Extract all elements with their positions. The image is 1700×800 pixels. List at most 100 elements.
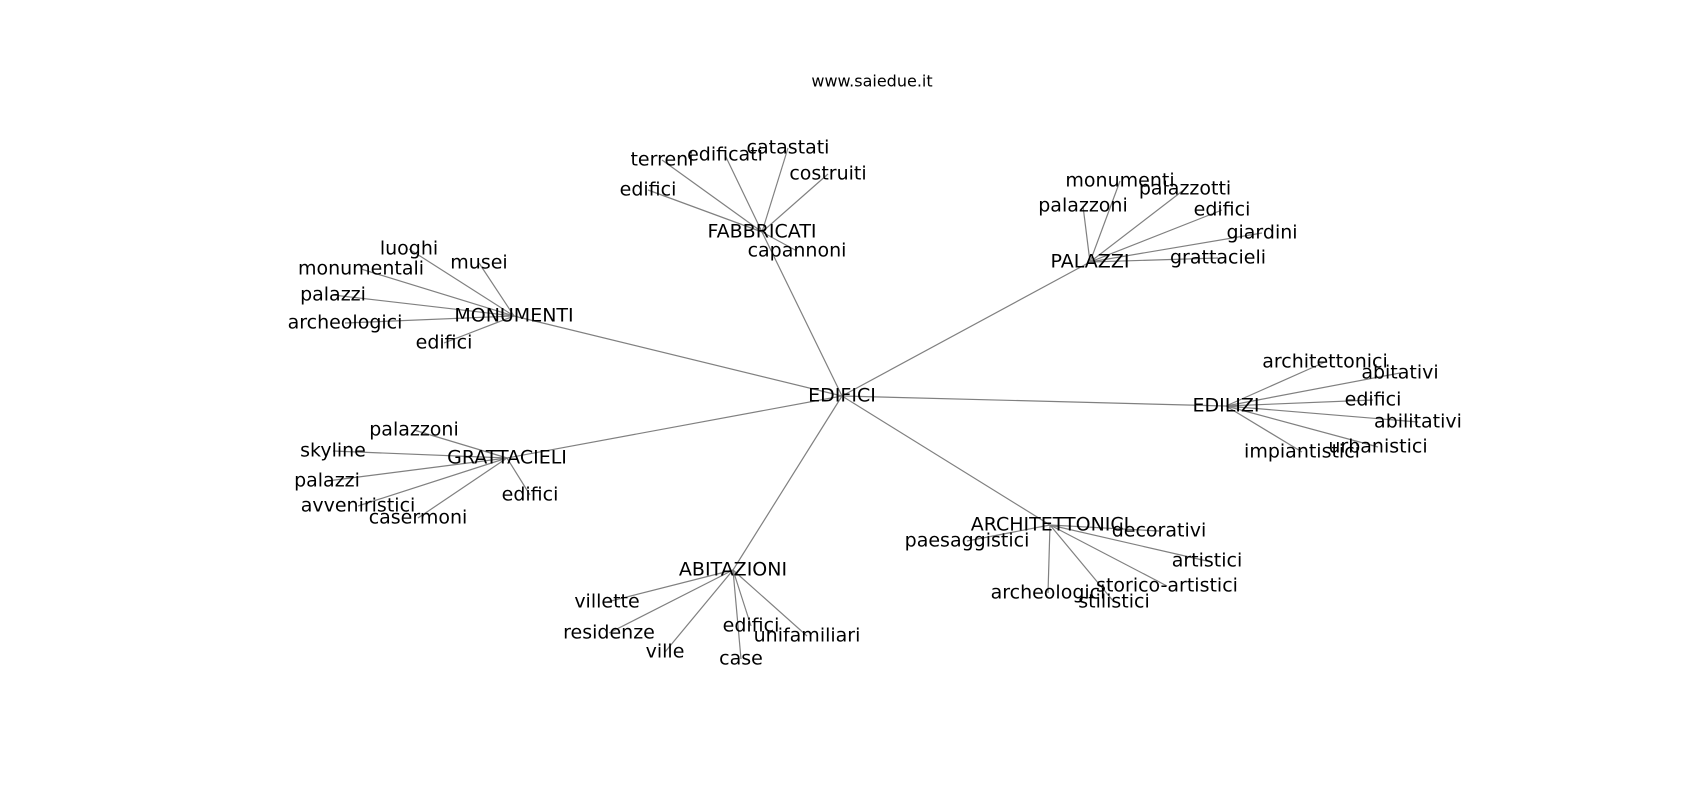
edge-abitazioni-ville xyxy=(664,569,734,653)
edge-grattacieli-palazzoni xyxy=(413,429,508,459)
node-leaf-grattacieli-casermoni: casermoni xyxy=(369,507,468,529)
node-hub-grattacieli: GRATTACIELI xyxy=(447,447,567,469)
node-leaf-edilizi-impiantistici: impiantistici xyxy=(1244,441,1360,463)
node-leaf-edilizi-abilitativi: abilitativi xyxy=(1374,411,1462,433)
node-leaf-architettonici-storico-artistici: storico-artistici xyxy=(1096,575,1238,597)
labels-layer: EDIFICI FABBRICATI terreniedificaticatasta… xyxy=(288,137,1462,670)
node-leaf-palazzi-giardini: giardini xyxy=(1226,222,1297,244)
edge-architettonici-stilistici xyxy=(1049,524,1115,603)
node-leaf-monumenti-edifici: edifici xyxy=(416,332,473,354)
edge-architettonici-artistici xyxy=(1049,524,1208,562)
edge-root-abitazioni xyxy=(732,395,843,571)
node-leaf-fabbricati-edifici: edifici xyxy=(620,179,677,201)
node-leaf-monumenti-archeologici: archeologici xyxy=(288,312,403,334)
edge-fabbricati-edifici xyxy=(647,189,763,233)
edge-palazzi-grattacieli xyxy=(1089,257,1219,263)
node-leaf-palazzi-grattacieli: grattacieli xyxy=(1170,247,1266,269)
edge-abitazioni-edifici xyxy=(732,569,752,627)
edge-fabbricati-capannoni xyxy=(761,231,798,252)
edge-root-edilizi xyxy=(841,395,1227,407)
node-leaf-edilizi-architettonici: architettonici xyxy=(1262,351,1388,373)
edge-grattacieli-casermoni xyxy=(417,457,508,519)
node-leaf-architettonici-paesaggistici: paesaggistici xyxy=(905,530,1030,552)
edge-monumenti-luoghi xyxy=(408,248,515,317)
node-leaf-abitazioni-villette: villette xyxy=(574,591,639,613)
edge-abitazioni-unifamiliari xyxy=(732,569,808,637)
edge-architettonici-storico-artistici xyxy=(1049,524,1168,587)
node-hub-fabbricati: FABBRICATI xyxy=(707,221,816,243)
node-leaf-abitazioni-residenze: residenze xyxy=(563,622,655,644)
edge-palazzi-monumenti xyxy=(1089,180,1121,263)
edge-edilizi-abitativi xyxy=(1225,372,1401,407)
edge-root-grattacieli xyxy=(506,395,843,459)
node-leaf-abitazioni-edifici: edifici xyxy=(723,615,780,637)
node-leaf-fabbricati-costruiti: costruiti xyxy=(789,163,866,185)
edge-abitazioni-case xyxy=(732,569,742,660)
node-leaf-palazzi-edifici: edifici xyxy=(1194,199,1251,221)
edge-palazzi-edifici xyxy=(1089,209,1223,263)
edge-fabbricati-edificati xyxy=(724,154,763,233)
edge-root-fabbricati xyxy=(761,231,843,397)
node-leaf-grattacieli-avveniristici: avveniristici xyxy=(301,495,416,517)
node-leaf-architettonici-artistici: artistici xyxy=(1172,550,1243,572)
edge-architettonici-paesaggistici xyxy=(966,524,1051,542)
node-leaf-grattacieli-palazzoni: palazzoni xyxy=(369,419,459,441)
site-title: www.saiedue.it xyxy=(811,72,932,91)
node-hub-architettonici: ARCHITETTONICI xyxy=(971,514,1130,536)
edge-root-architettonici xyxy=(841,395,1051,526)
node-hub-edilizi: EDILIZI xyxy=(1192,395,1259,417)
edge-monumenti-edifici xyxy=(443,315,515,344)
node-leaf-fabbricati-terreni: terreni xyxy=(630,149,693,171)
edges-layer xyxy=(326,147,1419,660)
node-hub-monumenti: MONUMENTI xyxy=(454,305,573,327)
edge-grattacieli-edifici xyxy=(506,457,531,496)
node-hub-palazzi: PALAZZI xyxy=(1051,251,1130,273)
node-leaf-grattacieli-edifici: edifici xyxy=(502,484,559,506)
node-leaf-abitazioni-ville: ville xyxy=(646,641,685,663)
edge-monumenti-monumentali xyxy=(360,268,515,317)
edge-palazzi-giardini xyxy=(1089,232,1263,263)
node-leaf-monumenti-luoghi: luoghi xyxy=(380,238,438,260)
edge-abitazioni-villette xyxy=(606,569,734,603)
edge-fabbricati-catastati xyxy=(761,147,789,233)
edge-edilizi-architettonici xyxy=(1225,361,1326,407)
node-leaf-architettonici-stilistici: stilistici xyxy=(1078,591,1150,613)
edge-architettonici-decorativi xyxy=(1049,524,1160,532)
node-leaf-fabbricati-catastati: catastati xyxy=(747,137,830,159)
edge-grattacieli-skyline xyxy=(332,450,508,459)
node-root: EDIFICI xyxy=(808,385,876,407)
edge-edilizi-edifici xyxy=(1225,399,1374,407)
node-leaf-fabbricati-edificati: edificati xyxy=(687,144,763,166)
edge-edilizi-abilitativi xyxy=(1225,405,1419,423)
node-leaf-edilizi-edifici: edifici xyxy=(1345,389,1402,411)
node-leaf-monumenti-monumentali: monumentali xyxy=(298,258,424,280)
edge-monumenti-palazzi xyxy=(332,294,515,317)
node-leaf-abitazioni-unifamiliari: unifamiliari xyxy=(754,625,861,647)
edge-abitazioni-residenze xyxy=(608,569,734,634)
edge-grattacieli-avveniristici xyxy=(357,457,508,507)
node-leaf-monumenti-musei: musei xyxy=(450,252,507,274)
node-leaf-palazzi-palazzoni: palazzoni xyxy=(1038,195,1128,217)
edge-root-monumenti xyxy=(513,315,843,397)
edge-fabbricati-terreni xyxy=(661,159,763,233)
edge-architettonici-archeologici xyxy=(1047,524,1051,594)
edge-edilizi-impiantistici xyxy=(1225,405,1303,453)
node-hub-abitazioni: ABITAZIONI xyxy=(679,559,787,581)
edge-root-palazzi xyxy=(841,261,1091,397)
node-leaf-palazzi-monumenti: monumenti xyxy=(1065,170,1174,192)
node-leaf-monumenti-palazzi: palazzi xyxy=(300,284,366,306)
node-leaf-architettonici-archeologici: archeologici xyxy=(991,582,1106,604)
node-leaf-palazzi-palazzotti: palazzotti xyxy=(1139,178,1231,200)
edge-edilizi-urbanistici xyxy=(1225,405,1379,448)
edge-palazzi-palazzoni xyxy=(1082,205,1091,263)
edge-palazzi-palazzotti xyxy=(1089,188,1186,263)
edge-monumenti-musei xyxy=(478,262,515,317)
node-leaf-edilizi-urbanistici: urbanistici xyxy=(1328,436,1427,458)
node-leaf-fabbricati-capannoni: capannoni xyxy=(748,240,847,262)
node-leaf-grattacieli-skyline: skyline xyxy=(300,440,366,462)
edge-monumenti-archeologici xyxy=(344,315,515,324)
node-leaf-grattacieli-palazzi: palazzi xyxy=(294,470,360,492)
edge-grattacieli-palazzi xyxy=(326,457,508,482)
edge-fabbricati-costruiti xyxy=(761,173,829,233)
